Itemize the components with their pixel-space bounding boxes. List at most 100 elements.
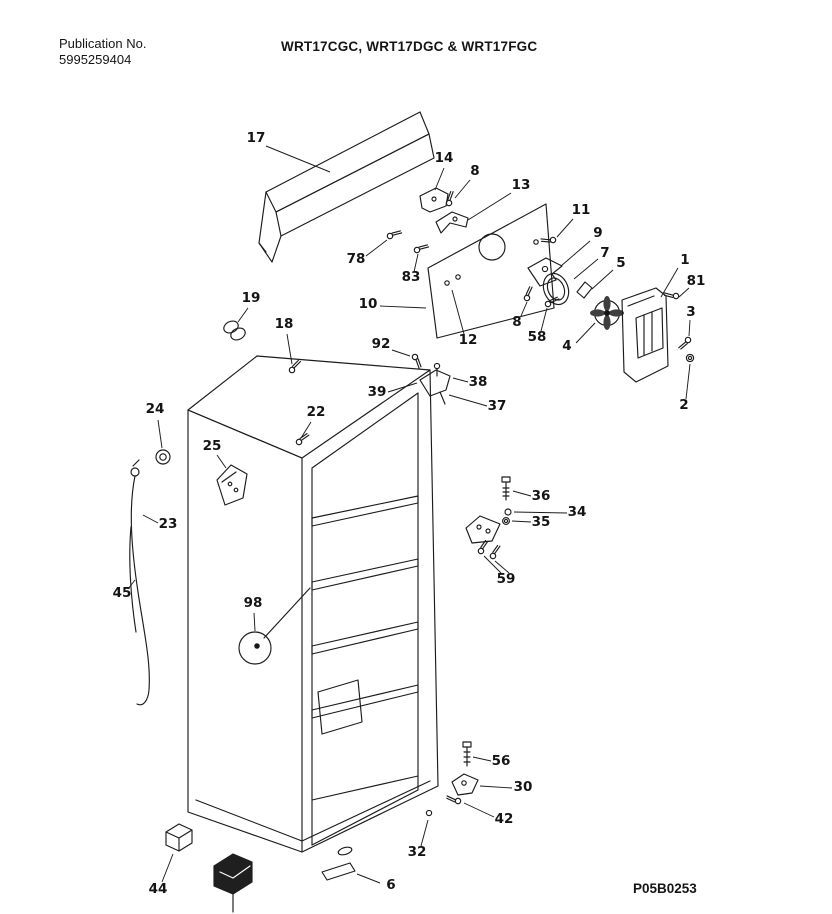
leader-line-1 [660,267,679,298]
publication-number: 5995259404 [59,52,132,67]
leader-line-42 [463,802,495,818]
leader-line-13 [467,192,512,221]
leader-line-35 [511,520,532,523]
part-label-92: 92 [372,336,391,352]
cabinet-shell [187,355,439,856]
top-rail-panel [258,111,435,263]
hinge-cover-panel [621,286,695,383]
screw-icon [408,352,426,370]
part-label-13: 13 [512,177,531,193]
part-label-5: 5 [616,255,625,271]
leader-line-8 [454,179,471,199]
leader-line-3 [688,319,691,337]
leader-line-36 [512,490,532,497]
part-label-44: 44 [149,881,168,897]
thermostat-assembly [520,231,593,311]
leader-line-18 [286,333,293,365]
leader-line-83 [413,253,419,273]
leader-line-30 [479,785,513,789]
top-hinge-assembly [408,352,451,405]
part-label-11: 11 [572,202,591,218]
part-label-23: 23 [159,516,178,532]
part-label-12: 12 [459,332,478,348]
part-label-81: 81 [687,273,706,289]
part-label-25: 25 [203,438,222,454]
screw-icon [520,285,537,303]
leader-line-22 [300,421,312,439]
leader-line-7 [573,258,599,280]
leader-line-81 [678,287,690,298]
part-label-39: 39 [368,384,387,400]
bottom-hinge-parts [445,741,479,808]
part-label-10: 10 [359,296,378,312]
screw-icon [678,335,692,351]
leader-line-12 [451,289,465,335]
leader-line-45 [127,579,136,590]
part-label-4: 4 [562,338,571,354]
interior-shelf-rails [311,495,419,801]
screw-icon [441,190,459,208]
part-label-78: 78 [347,251,366,267]
leader-line-2 [685,363,691,400]
leader-line-23 [142,514,159,524]
leader-line-78 [365,239,388,257]
publication-block: Publication No. 5995259404 [59,36,146,68]
models-title: WRT17CGC, WRT17DGC & WRT17FGC [281,39,538,54]
part-labels-layer: 1714813788310121197585841813219189239383… [113,130,706,897]
leader-line-11 [556,218,574,238]
leader-line-10 [379,305,427,309]
part-label-36: 36 [532,488,551,504]
leader-line-8 [520,301,528,317]
leader-line-38 [452,377,469,383]
screw-icon [295,431,310,447]
part-label-42: 42 [495,811,514,827]
leader-line-59 [494,560,510,574]
hinge-bracket-assembly [385,187,469,258]
part-label-14: 14 [435,150,454,166]
leader-line-92 [391,349,411,357]
part-label-58: 58 [528,329,547,345]
leader-line-5 [591,269,614,290]
part-label-19: 19 [242,290,261,306]
leader-line-34 [513,511,568,514]
part-label-34: 34 [568,504,587,520]
part-label-59: 59 [497,571,516,587]
part-label-56: 56 [492,753,511,769]
leader-line-19 [237,307,249,323]
screw-icon [412,239,430,258]
part-label-6: 6 [386,877,395,893]
part-label-98: 98 [244,595,263,611]
leader-line-98 [253,612,256,632]
air-duct-panel [427,203,555,339]
leader-line-9 [560,240,591,267]
fan-blade [590,296,624,330]
part-label-3: 3 [686,304,695,320]
part-label-37: 37 [488,398,507,414]
part-label-18: 18 [275,316,294,332]
leader-line-59 [483,555,502,574]
leader-line-39 [387,382,418,393]
screw-icon [385,225,403,244]
leader-line-4 [575,322,596,344]
part-label-83: 83 [402,269,421,285]
part-label-7: 7 [600,245,609,261]
leader-line-14 [434,167,445,191]
part-label-9: 9 [593,225,602,241]
base-parts [165,823,356,913]
leader-line-37 [448,394,488,407]
leader-line-44 [161,853,174,883]
leader-line-25 [216,454,227,469]
screw-icon [288,359,302,374]
part-label-24: 24 [146,401,165,417]
part-label-45: 45 [113,585,132,601]
part-label-22: 22 [307,404,326,420]
leader-line-32 [420,819,429,847]
part-label-30: 30 [514,779,533,795]
leader-line-6 [356,873,381,884]
part-label-38: 38 [469,374,488,390]
screw-icon [488,544,503,560]
leader-line-58 [540,307,548,332]
compressor-bracket-parts [465,476,512,560]
